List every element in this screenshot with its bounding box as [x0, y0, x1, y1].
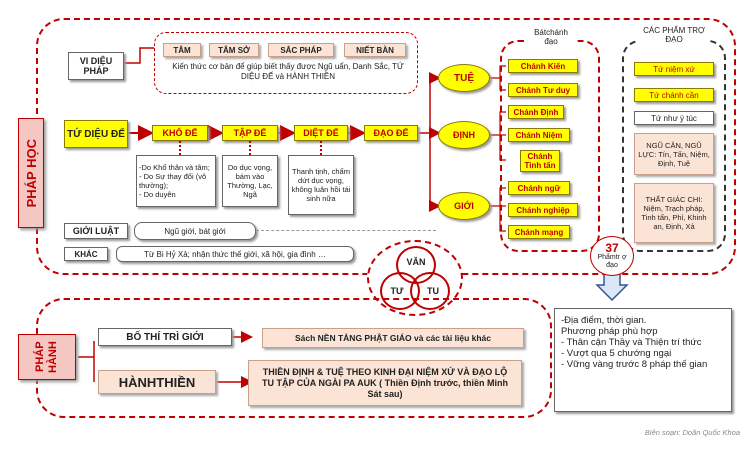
chip-tam: TÂM: [163, 43, 201, 57]
kho-de-connector: [179, 141, 181, 155]
chip-niet-ban-label: NIẾT BÀN: [356, 45, 394, 55]
diet-de-label: DIỆT ĐẾ: [303, 128, 339, 138]
chanh-ngu: Chánh ngữ: [508, 181, 570, 195]
chanh-mang-label: Chánh mạng: [514, 227, 564, 237]
phap-hoc-label: PHÁP HỌC: [23, 138, 39, 208]
tu-dieu-de-box: TỨ DIỆU ĐẾ: [64, 120, 128, 148]
hanh-thien-label: HÀNHTHIỀN: [118, 374, 196, 390]
diet-de-box: DIỆT ĐẾ: [294, 125, 348, 141]
chanh-tinh-tan-label: Chánh Tinh tấn: [524, 152, 556, 170]
chip-niet-ban: NIẾT BÀN: [344, 43, 406, 57]
tu-nhu-y-tuc: Tứ như ý túc: [634, 111, 714, 125]
chanh-tu-duy: Chánh Tư duy: [508, 83, 578, 97]
khac-desc-box: Từ Bi Hỷ Xả; nhận thức thế giới, xã hội,…: [116, 246, 354, 262]
vi-dieu-phap-label: VI DIỆU PHÁP: [79, 56, 113, 76]
oval-tue-label: TUỆ: [454, 72, 474, 84]
diet-de-desc: Thanh tịnh, chấm dứt dục vọng, không luâ…: [291, 167, 351, 203]
tu-chanh-can-label: Tứ chánh cần: [649, 90, 699, 100]
venn-circle-tu2: TU: [410, 272, 450, 310]
chanh-niem: Chánh Niệm: [508, 128, 570, 142]
credit-text: Biên soạn: Doãn Quốc Khoa: [644, 428, 740, 437]
tap-de-box: TẬP ĐẾ: [222, 125, 278, 141]
hanh-thien-desc-box: THIỀN ĐỊNH & TUỆ THEO KINH ĐẠI NIỆM XỨ V…: [248, 360, 522, 406]
chanh-nghiep-label: Chánh nghiệp: [516, 205, 570, 215]
tap-de-desc-box: Do dục vọng, bám vào Thường, Lạc, Ngã: [222, 155, 278, 207]
tu-niem-xu: Tứ niệm xứ: [634, 62, 714, 76]
tu-chanh-can: Tứ chánh cần: [634, 88, 714, 102]
khac-label: KHÁC: [74, 249, 98, 259]
venn-van-label: VĂN: [406, 257, 426, 267]
chanh-kien-label: Chánh Kiến: [520, 61, 566, 71]
pham-tro-dao-title: CÁC PHẨM TRỢ ĐẠO: [638, 26, 710, 44]
phap-hoc-tab: PHÁP HỌC: [18, 118, 44, 228]
chanh-niem-label: Chánh Niệm: [515, 130, 563, 140]
diet-de-desc-box: Thanh tịnh, chấm dứt dục vọng, không luâ…: [288, 155, 354, 215]
that-giac-chi-label: THẤT GIÁC CHI: Niệm, Trạch pháp, Tinh tấ…: [641, 195, 707, 231]
kho-de-desc: -Do Khổ thân và tâm; - Do Sự thay đổi (v…: [139, 163, 210, 199]
chip-tam-label: TÂM: [173, 45, 191, 55]
vi-dieu-phap-desc: Kiến thức cơ bản để giúp biết thấy được …: [172, 62, 404, 81]
chanh-tu-duy-label: Chánh Tư duy: [515, 85, 571, 95]
oval-dinh-label: ĐỊNH: [453, 130, 475, 140]
hanh-thien-box: HÀNHTHIỀN: [98, 370, 216, 394]
diet-de-connector: [320, 141, 322, 155]
oval-dinh: ĐỊNH: [438, 121, 490, 149]
ngu-can-ngu-luc-label: NGŨ CĂN, NGŨ LỰC: Tín, Tấn, Niệm, Định, …: [638, 140, 710, 168]
tu-niem-xu-label: Tứ niệm xứ: [653, 64, 695, 74]
gioi-luat-line: [256, 230, 436, 231]
vi-dieu-phap-box: VI DIỆU PHÁP: [68, 52, 124, 80]
phap-hanh-tab: PHÁP HÀNH: [18, 334, 76, 380]
bo-thi-desc-box: Sách NỀN TẢNG PHẬT GIÁO và các tài liệu …: [262, 328, 524, 348]
oval-tue: TUỆ: [438, 64, 490, 92]
gioi-luat-label: GIỚI LUẬT: [72, 226, 120, 236]
chanh-mang: Chánh mạng: [508, 225, 570, 239]
venn-tu2-label: TU: [427, 286, 439, 296]
khac-desc: Từ Bi Hỷ Xả; nhận thức thế giới, xã hội,…: [144, 249, 326, 259]
badge-37: 37 Phẩmtr ợ đạo: [590, 236, 634, 276]
bo-thi-label: BỐ THÍ TRÌ GIỚI: [126, 331, 204, 343]
bat-chanh-dao-title: Bátchánh đạo: [528, 28, 574, 46]
tap-de-connector: [249, 141, 251, 155]
chanh-nghiep: Chánh nghiệp: [508, 203, 578, 217]
chip-sac-phap: SẮC PHÁP: [268, 43, 334, 57]
oval-gioi-label: GIỚI: [454, 201, 474, 211]
badge-37-number: 37: [605, 241, 619, 255]
that-giac-chi: THẤT GIÁC CHI: Niệm, Trạch pháp, Tinh tấ…: [634, 183, 714, 243]
khac-box: KHÁC: [64, 247, 108, 261]
tap-de-label: TẬP ĐẾ: [233, 128, 267, 138]
kho-de-desc-box: -Do Khổ thân và tâm; - Do Sự thay đổi (v…: [136, 155, 216, 207]
phap-hanh-label: PHÁP HÀNH: [34, 341, 59, 373]
gioi-luat-box: GIỚI LUẬT: [64, 223, 128, 239]
bo-thi-box: BỐ THÍ TRÌ GIỚI: [98, 328, 232, 346]
gioi-luat-desc: Ngũ giới, bát giới: [164, 226, 226, 236]
chanh-ngu-label: Chánh ngữ: [517, 183, 561, 193]
chip-tam-so-label: TÂM SỞ: [218, 45, 250, 55]
chip-sac-phap-label: SẮC PHÁP: [280, 45, 322, 55]
tap-de-desc: Do dục vọng, bám vào Thường, Lạc, Ngã: [227, 163, 273, 199]
gioi-luat-desc-box: Ngũ giới, bát giới: [134, 222, 256, 240]
dao-de-label: ĐẠO ĐẾ: [373, 128, 409, 138]
kho-de-box: KHỔ ĐẾ: [152, 125, 208, 141]
conditions-box: -Địa điểm, thời gian. Phương pháp phù hợ…: [554, 308, 732, 412]
badge-37-text: Phẩmtr ợ đạo: [597, 254, 627, 269]
bo-thi-desc: Sách NỀN TẢNG PHẬT GIÁO và các tài liệu …: [294, 333, 492, 343]
conditions-text: -Địa điểm, thời gian. Phương pháp phù hợ…: [561, 315, 708, 370]
kho-de-label: KHỔ ĐẾ: [162, 128, 198, 138]
chanh-dinh-label: Chánh Định: [513, 107, 559, 117]
ngu-can-ngu-luc: NGŨ CĂN, NGŨ LỰC: Tín, Tấn, Niệm, Định, …: [634, 133, 714, 175]
dao-de-box: ĐẠO ĐẾ: [364, 125, 418, 141]
tu-dieu-de-label: TỨ DIỆU ĐẾ: [67, 128, 125, 140]
tu-nhu-y-tuc-label: Tứ như ý túc: [651, 113, 697, 123]
hanh-thien-desc: THIỀN ĐỊNH & TUỆ THEO KINH ĐẠI NIỆM XỨ V…: [261, 366, 509, 399]
chip-tam-so: TÂM SỞ: [209, 43, 259, 57]
chanh-dinh: Chánh Định: [508, 105, 564, 119]
chanh-tinh-tan: Chánh Tinh tấn: [520, 150, 560, 172]
venn-tu1-label: TƯ: [390, 286, 404, 296]
chanh-kien: Chánh Kiến: [508, 59, 578, 73]
oval-gioi: GIỚI: [438, 192, 490, 220]
vi-dieu-phap-panel: [154, 32, 418, 94]
